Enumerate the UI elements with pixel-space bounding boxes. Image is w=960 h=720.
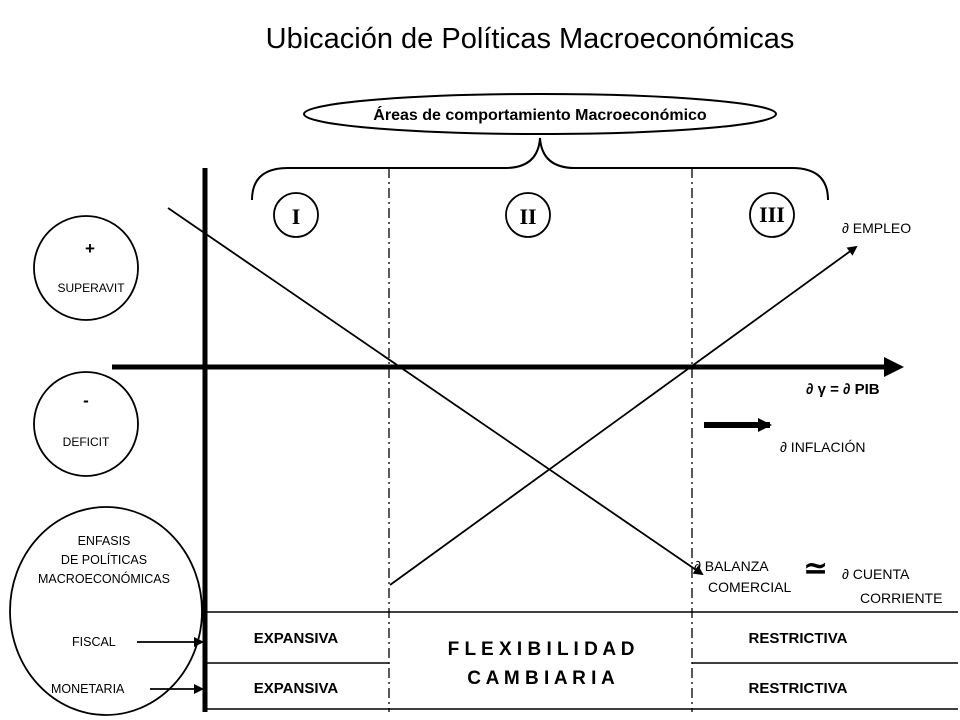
balanza-label-line1: ∂ BALANZA <box>694 558 769 574</box>
cuenta-label-line1: ∂ CUENTA <box>842 566 910 582</box>
superavit-label: SUPERAVIT <box>57 281 125 295</box>
fiscal-label: FISCAL <box>72 635 116 649</box>
empleo-line <box>389 245 858 586</box>
flexibilidad-line2: C A M B I A R I A <box>467 668 615 689</box>
superavit-sign: + <box>85 239 95 258</box>
deficit-circle: - DEFICIT <box>33 371 139 477</box>
deficit-sign: - <box>83 391 89 410</box>
page-title: Ubicación de Políticas Macroeconómicas <box>266 23 795 55</box>
zone-circle-2: II <box>505 192 551 238</box>
flexibilidad-line1: F L E X I B I L I D A D <box>448 639 635 660</box>
areas-label: Áreas de comportamiento Macroeconómico <box>373 105 707 124</box>
inflacion-label: ∂ INFLACIÓN <box>780 439 865 455</box>
enfasis-line1: ENFASIS <box>78 534 131 548</box>
monetaria-right-cell: RESTRICTIVA <box>749 680 848 697</box>
areas-ellipse <box>303 93 777 135</box>
balanza-line <box>167 207 704 576</box>
zone-circle-3: III <box>749 192 795 238</box>
enfasis-line3: MACROECONÓMICAS <box>38 571 170 586</box>
cuenta-label-line2: CORRIENTE <box>860 590 942 606</box>
empleo-label: ∂ EMPLEO <box>842 220 911 236</box>
enfasis-ellipse: ENFASIS DE POLÍTICAS MACROECONÓMICAS FIS… <box>9 506 203 716</box>
fiscal-right-cell: RESTRICTIVA <box>749 630 848 647</box>
zone-circle-1: I <box>273 192 319 238</box>
monetaria-left-cell: EXPANSIVA <box>254 680 339 697</box>
zone-label-2: II <box>519 204 536 229</box>
zone-label-3: III <box>759 202 785 227</box>
monetaria-label: MONETARIA <box>51 682 125 696</box>
zone-label-1: I <box>292 204 301 229</box>
fiscal-left-cell: EXPANSIVA <box>254 630 339 647</box>
enfasis-line2: DE POLÍTICAS <box>61 552 147 567</box>
balanza-label-line2: COMERCIAL <box>708 579 791 595</box>
deficit-label: DEFICIT <box>63 435 110 449</box>
pib-label: ∂ γ = ∂ PIB <box>806 381 880 398</box>
superavit-circle: + SUPERAVIT <box>33 215 139 321</box>
approx-sign: ≃ <box>803 552 828 585</box>
areas-brace <box>251 137 829 201</box>
horizontal-axis-arrowhead <box>884 357 904 377</box>
